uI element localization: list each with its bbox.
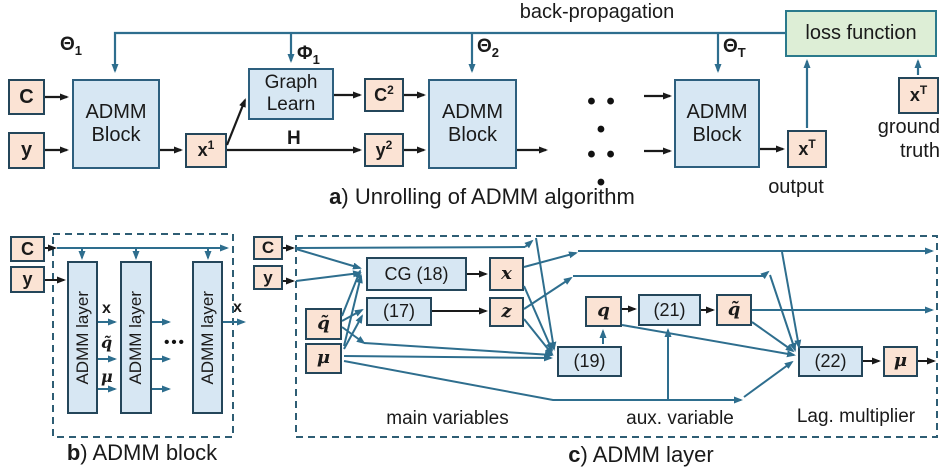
theta1-label: Θ1 [60,34,83,58]
xt-ground-truth-label: xT [909,83,928,106]
caption-b: b) ADMM block [66,440,218,465]
eq17-block: (17) [366,297,432,326]
c2-box: C2 [364,78,404,112]
xt-output-box: xT [787,130,827,168]
admm-layer-2: ADMM layer [120,261,152,414]
b-x-label: x [102,300,111,317]
q-var-box: q [585,296,622,327]
z-var-box: z [489,297,524,327]
mu-in-box: μ [305,343,342,374]
x1-box: x1 [185,133,227,168]
thetaT-label: ΘT [723,36,746,60]
ellipsis-bottom: • • • [587,141,617,196]
admm-layer-3: ADMM layer [192,261,223,414]
loss-function-block: loss function [785,10,937,57]
admm-layer-3-label: ADMM layer [197,290,217,385]
eq19-block: (19) [557,346,622,377]
input-y-box-c: y [253,265,283,290]
lag-multiplier-label: Lag. multiplier [796,406,916,427]
phi1-label: Φ1 [297,43,320,67]
admm-layer-1: ADMM layer [67,261,98,414]
aux-variable-label: aux. variable [626,408,734,429]
x-var-box: x [489,257,524,291]
b-ellipsis: ••• [164,334,186,351]
c2-label: C2 [374,82,394,105]
input-c-label: C [19,85,34,108]
backprop-label: back-propagation [519,1,675,23]
caption-a: a) Unrolling of ADMM algorithm [329,184,635,209]
y2-label: y2 [375,137,393,160]
xt-output-label: xT [798,136,816,159]
admm-layer-2-label: ADMM layer [126,290,146,385]
xt-ground-truth-box: xT [898,77,939,114]
main-variables-label: main variables [386,408,509,429]
input-c-box-c: C [253,236,283,260]
output-label: output [768,176,824,198]
ellipsis-top: • • • [587,88,617,143]
qtilde-in-box: q̃ [305,308,342,340]
mu-out-box: μ [883,346,918,377]
eq22-block: (22) [798,346,863,377]
caption-c: c) ADMM layer [568,442,714,467]
input-c-box-a: C [8,79,45,115]
input-y-box-a: y [8,132,45,169]
qtilde-out-box: q̃ [716,294,752,326]
input-y-box-b: y [10,266,45,293]
b-mu-label: μ [101,367,113,386]
theta2-label: Θ2 [477,36,500,60]
b-qtilde-label: q̃ [101,333,113,352]
loss-function-label: loss function [805,22,917,44]
h-label: H [287,128,301,149]
input-c-box-b: C [10,236,45,262]
eq21-block: (21) [638,294,701,326]
part-b-black-arrows [45,244,66,284]
b-x-out-label: x [233,299,242,316]
x1-label: x1 [197,138,215,161]
admm-layer-1-label: ADMM layer [72,290,92,385]
input-y-label: y [20,139,33,161]
cg-eq18-block: CG (18) [366,257,467,291]
y2-box: y2 [364,133,404,167]
